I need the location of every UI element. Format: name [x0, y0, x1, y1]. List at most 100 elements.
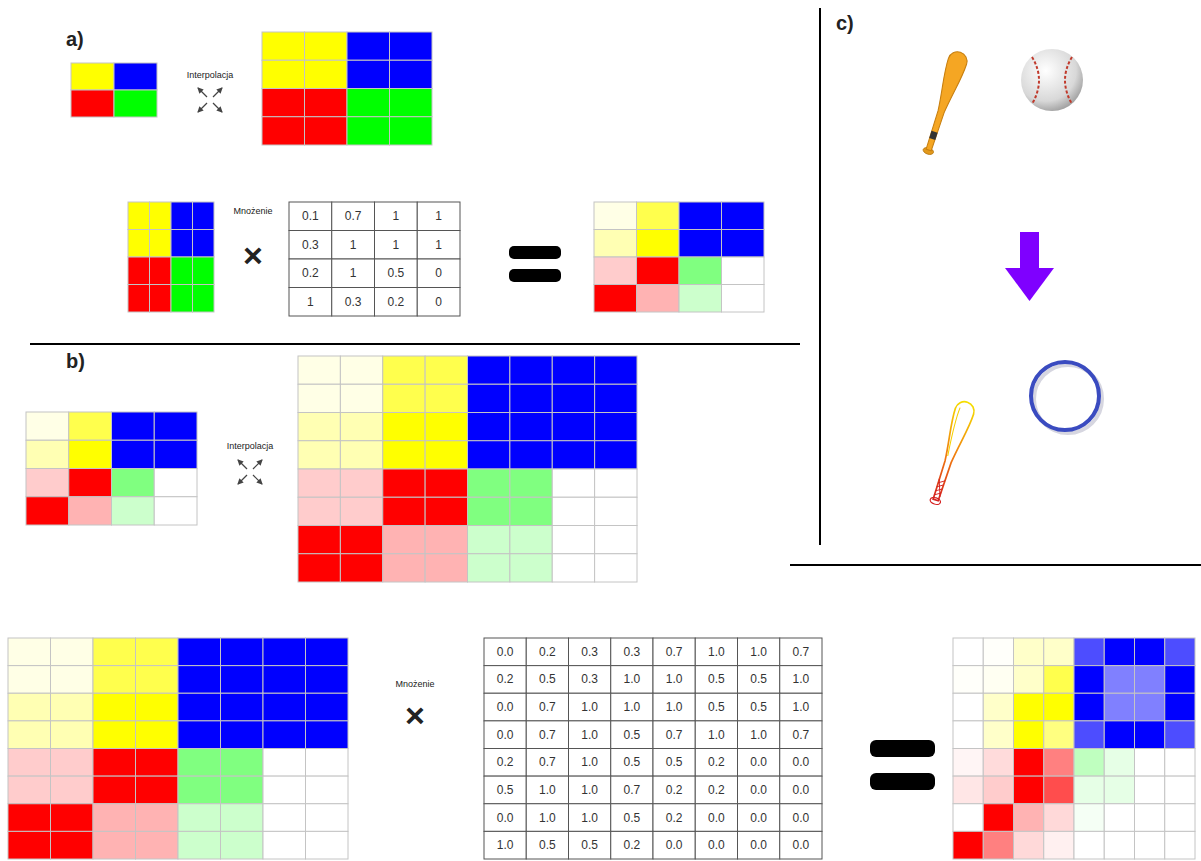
grid-cell: [722, 230, 765, 258]
grid-cell: [390, 32, 433, 60]
equals-bar: [509, 246, 561, 259]
grid-cell: [1135, 749, 1165, 777]
grid-cell: [1014, 638, 1044, 666]
grid-cell: [178, 693, 221, 721]
grid-cell: [722, 285, 765, 313]
grid-cell: [298, 356, 340, 384]
table-cell-value: 1: [417, 202, 460, 231]
table-cell: [375, 231, 418, 260]
grid-cell: [1074, 804, 1104, 832]
table-cell: [738, 666, 780, 694]
grid-cell: [178, 749, 221, 777]
table-cell-value: 0.0: [738, 831, 780, 859]
table-cell: [695, 721, 737, 749]
table-cell-value: 0.5: [611, 749, 653, 777]
grid-cell: [510, 384, 552, 412]
grid-cell: [93, 666, 136, 694]
grid-cell: [722, 257, 765, 285]
table-cell-value: 1.0: [526, 776, 568, 804]
table-cell: [738, 638, 780, 666]
table-cell-value: 0.0: [780, 831, 822, 859]
bat-sketch: [925, 399, 976, 507]
table-cell-value: 0.2: [289, 259, 332, 288]
table-cell-value: 0.5: [695, 666, 737, 694]
grid-cell: [1074, 693, 1104, 721]
grid-cell: [69, 412, 112, 440]
grid-cell: [722, 202, 765, 230]
grid-cell: [298, 469, 340, 497]
grid-cell: [128, 202, 150, 230]
table-cell-value: 0.3: [569, 666, 611, 694]
grid-cell: [510, 497, 552, 525]
grid-cell: [510, 526, 552, 554]
down-arrow: [1005, 232, 1054, 301]
panel-label: c): [836, 12, 854, 35]
grid-cell: [953, 721, 983, 749]
table-cell: [611, 721, 653, 749]
grid-cell: [637, 257, 680, 285]
grid-cell: [1074, 638, 1104, 666]
grid-cell: [221, 638, 264, 666]
grid-cell: [1135, 721, 1165, 749]
table-cell: [526, 804, 568, 832]
table-cell: [332, 288, 375, 317]
grid-cell: [171, 230, 193, 258]
grid-cell: [679, 257, 722, 285]
grid-cell: [468, 384, 510, 412]
grid-cell: [150, 202, 172, 230]
grid-cell: [154, 469, 197, 497]
table-cell: [289, 202, 332, 231]
table-cell-value: 0.0: [484, 721, 526, 749]
grid-cell: [136, 638, 179, 666]
grid-cell: [305, 117, 348, 145]
grid-cell: [679, 202, 722, 230]
expand-arrow: [253, 475, 262, 484]
table-cell-value: 0.2: [484, 749, 526, 777]
table-cell-value: 0.0: [695, 804, 737, 832]
grid-cell: [983, 776, 1013, 804]
grid-cell: [128, 285, 150, 313]
table-cell: [484, 693, 526, 721]
grid-cell: [221, 804, 264, 832]
grid-cell: [425, 356, 467, 384]
grid-cell: [71, 63, 114, 90]
grid-cell: [425, 497, 467, 525]
table-cell: [375, 259, 418, 288]
grid-cell: [983, 693, 1013, 721]
grid-cell: [178, 804, 221, 832]
table-cell-value: 1.0: [695, 721, 737, 749]
table-cell-value: 0.5: [738, 666, 780, 694]
expand-arrow: [253, 460, 262, 469]
grid-cell: [171, 202, 193, 230]
grid-cell: [1044, 693, 1074, 721]
table-cell: [375, 288, 418, 317]
grid-cell: [178, 721, 221, 749]
table-cell: [653, 831, 695, 859]
grid-cell: [1165, 721, 1195, 749]
grid-cell: [340, 497, 382, 525]
grid-cell: [305, 32, 348, 60]
grid-cell: [263, 749, 306, 777]
grid-cell: [595, 497, 637, 525]
grid-cell: [306, 749, 349, 777]
table-cell-value: 1.0: [780, 666, 822, 694]
expand-arrow: [198, 88, 207, 97]
grid-cell: [468, 554, 510, 582]
grid-cell: [112, 440, 155, 468]
grid-cell: [112, 412, 155, 440]
table-cell-value: 0.5: [653, 749, 695, 777]
table-cell-value: 1: [417, 231, 460, 260]
grid-cell: [1014, 831, 1044, 859]
grid-cell: [306, 638, 349, 666]
grid-cell: [468, 441, 510, 469]
table-cell-value: 0.0: [484, 804, 526, 832]
grid-cell: [347, 89, 390, 117]
table-cell-value: 0.0: [738, 776, 780, 804]
table-cell-value: 0.2: [653, 804, 695, 832]
table-cell: [738, 804, 780, 832]
grid-cell: [1014, 749, 1044, 777]
equals-bar: [509, 269, 561, 282]
table-cell: [526, 776, 568, 804]
grid-cell: [93, 749, 136, 777]
table-cell-value: 0.7: [526, 749, 568, 777]
